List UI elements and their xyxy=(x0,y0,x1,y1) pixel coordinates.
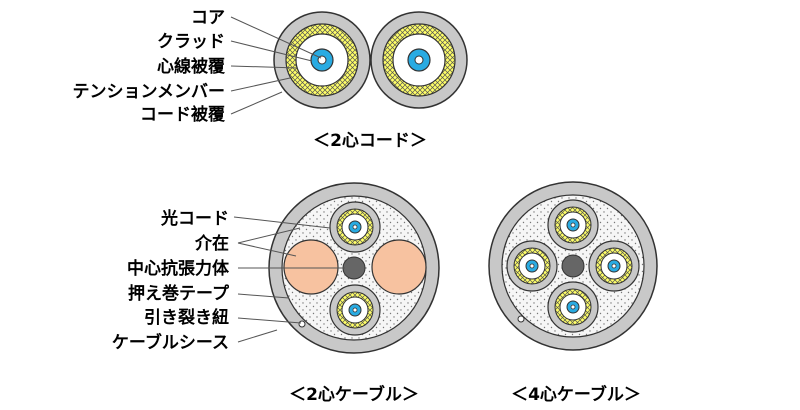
center-strength-member xyxy=(342,256,366,280)
cord-unit-right xyxy=(370,11,468,109)
label-center-strength-member: 中心抗張力体 xyxy=(127,258,230,279)
two-core-cable: 光コード 介在 中心抗張力体 押え巻テープ 引き裂き紐 ケーブルシース ＜2心ケ… xyxy=(112,182,440,405)
optical-cord-top xyxy=(547,199,599,251)
core xyxy=(414,55,424,65)
cord-labels: コア クラッド 心線被覆 テンションメンバー コード被覆 xyxy=(73,8,226,125)
two-core-cord: コア クラッド 心線被覆 テンションメンバー コード被覆 ＜2心コード＞ xyxy=(73,8,468,151)
optical-cord-right xyxy=(588,240,640,292)
cable-leader-lines xyxy=(233,216,345,343)
label-fiber-coating: 心線被覆 xyxy=(157,56,226,77)
caption-four-core-cable: ＜4心ケーブル＞ xyxy=(511,384,641,405)
rip-cord xyxy=(298,320,306,328)
label-rip-cord: 引き裂き紐 xyxy=(144,307,229,328)
optical-cord-left xyxy=(506,240,558,292)
label-core: コア xyxy=(191,8,225,28)
filler-left xyxy=(283,239,339,295)
label-cladding: クラッド xyxy=(157,32,225,52)
label-filler: 介在 xyxy=(194,233,229,254)
optical-cord-top xyxy=(329,201,381,253)
center-strength-member xyxy=(561,254,585,278)
caption-two-core-cable: ＜2心ケーブル＞ xyxy=(289,384,419,405)
cable-labels: 光コード 介在 中心抗張力体 押え巻テープ 引き裂き紐 ケーブルシース xyxy=(112,208,230,353)
label-wrapping-tape: 押え巻テープ xyxy=(128,283,230,304)
label-optical-cord: 光コード xyxy=(160,208,229,229)
rip-cord xyxy=(517,315,525,323)
label-cable-sheath: ケーブルシース xyxy=(112,332,229,353)
four-core-cable: ＜4心ケーブル＞ xyxy=(488,181,658,405)
cord-leader-lines xyxy=(230,16,322,115)
optical-cord-bottom xyxy=(329,284,381,336)
filler-right xyxy=(371,239,427,295)
label-tension-member: テンションメンバー xyxy=(73,82,226,102)
label-cord-sheath: コード被覆 xyxy=(140,104,226,125)
optical-cord-bottom xyxy=(547,281,599,333)
caption-two-core-cord: ＜2心コード＞ xyxy=(313,131,427,151)
cord-unit-left xyxy=(273,11,371,109)
